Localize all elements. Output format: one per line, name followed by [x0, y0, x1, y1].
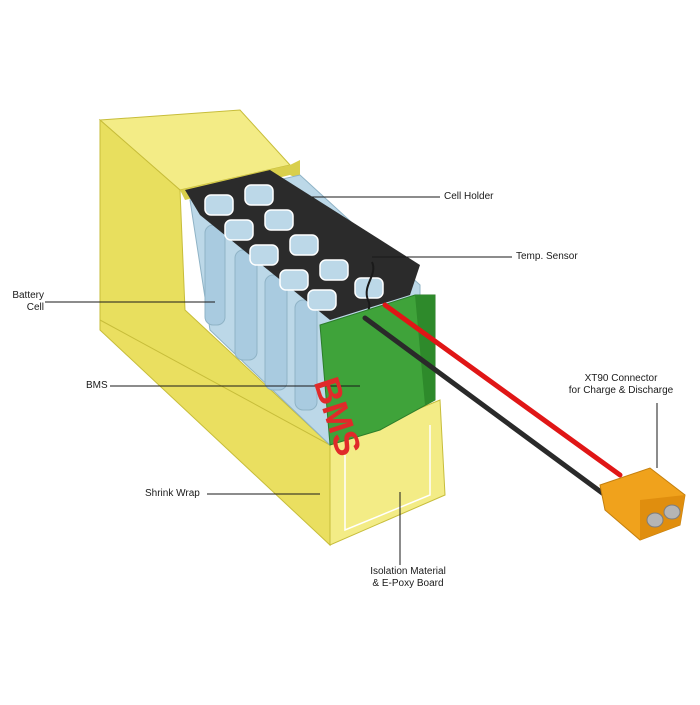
wires: [362, 302, 623, 498]
leader-lines: [45, 196, 658, 565]
label-bms: BMS: [86, 380, 108, 391]
isolation-outline: [344, 425, 431, 532]
label-cell-holder: Cell Holder: [444, 191, 494, 202]
label-isolation: Isolation Material & E-Poxy Board: [370, 566, 446, 589]
label-xt90: XT90 Connector for Charge & Discharge: [568, 373, 674, 396]
label-battery-cell: Battery Cell: [12, 290, 44, 313]
xt90-connector: [599, 467, 686, 541]
label-shrink-wrap: Shrink Wrap: [145, 488, 200, 499]
cell-holder: [185, 170, 420, 320]
bms-board: [319, 294, 436, 446]
label-temp-sensor: Temp. Sensor: [516, 251, 578, 262]
